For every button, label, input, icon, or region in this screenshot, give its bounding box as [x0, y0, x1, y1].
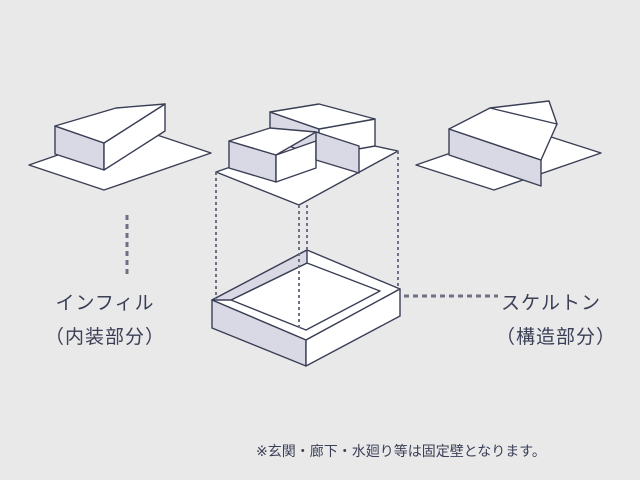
infill-subtitle: （内装部分） [44, 326, 165, 348]
infill-panel-right [415, 100, 602, 191]
infill-panel-center [215, 103, 399, 206]
infill-panel-left [28, 103, 212, 191]
skeleton-title: スケルトン [500, 292, 601, 314]
skeleton-subtitle: （構造部分） [496, 326, 617, 348]
infill-title: インフィル [55, 292, 155, 314]
skeleton-box [211, 249, 401, 367]
footnote: ※玄関・廊下・水廻り等は固定壁となります。 [256, 444, 546, 460]
